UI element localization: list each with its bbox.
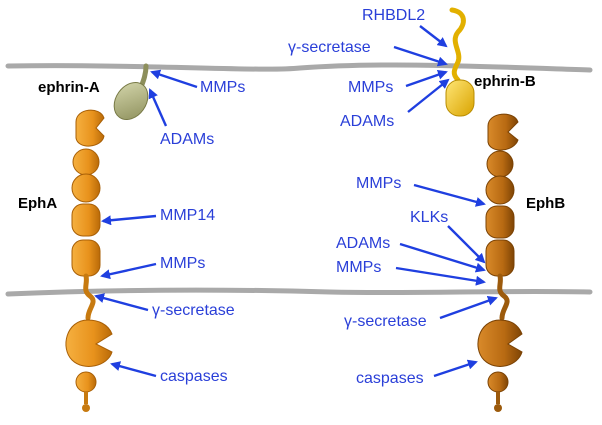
left-gamma-secretase-label: γ-secretase <box>152 302 235 319</box>
eph-a-label: EphA <box>18 195 57 212</box>
right-mmps-ligand-label: MMPs <box>348 79 393 96</box>
left-mmps-ligand-label: MMPs <box>200 79 245 96</box>
left-caspases-arrow <box>110 361 157 378</box>
right-gamma-secretase-ligand-label: γ-secretase <box>288 39 371 56</box>
right-mmps-receptor-label: MMPs <box>356 175 401 192</box>
right-adams-ligand-arrow <box>407 78 450 113</box>
left-caspases-label: caspases <box>160 368 228 385</box>
eph-a-receptor <box>65 109 113 412</box>
right-adams-ligand-label: ADAMs <box>340 113 394 130</box>
right-gamma-secretase-receptor-label: γ-secretase <box>344 313 427 330</box>
right-caspases-arrow <box>433 359 478 378</box>
left-mmp14-arrow <box>101 214 157 226</box>
left-mmps-ligand-arrow <box>150 69 198 89</box>
right-gamma-secretase-ligand-arrow <box>393 45 448 67</box>
right-caspases-label: caspases <box>356 370 424 387</box>
ephrin-b-protein <box>445 7 475 117</box>
eph-b-label: EphB <box>526 195 565 212</box>
left-mmp14-label: MMP14 <box>160 207 215 224</box>
right-mmps-juxtamembrane-arrow <box>395 266 486 286</box>
lower-membrane <box>5 287 593 297</box>
right-adams-receptor-arrow <box>399 242 486 273</box>
ephrin-a-label: ephrin-A <box>38 79 100 96</box>
right-gamma-secretase-receptor-arrow <box>439 295 498 320</box>
left-adams-ligand-label: ADAMs <box>160 131 214 148</box>
right-mmps-receptor-arrow <box>413 183 486 207</box>
upper-membrane <box>5 62 593 73</box>
right-klks-label: KLKs <box>410 209 448 226</box>
ephrin-b-label: ephrin-B <box>474 73 536 90</box>
left-adams-ligand-arrow <box>148 88 168 127</box>
right-mmps-ligand-arrow <box>405 69 448 88</box>
left-gamma-secretase-arrow <box>94 293 149 312</box>
right-adams-receptor-label: ADAMs <box>336 235 390 252</box>
right-rhbdl2-label: RHBDL2 <box>362 7 425 24</box>
ephrin-a-protein <box>113 63 149 121</box>
right-rhbdl2-arrow <box>419 25 448 48</box>
right-mmps-juxtamembrane-label: MMPs <box>336 259 381 276</box>
right-klks-arrow <box>447 225 486 264</box>
eph-b-receptor <box>477 113 523 412</box>
left-mmps-receptor-arrow <box>100 262 157 280</box>
left-mmps-receptor-label: MMPs <box>160 255 205 272</box>
